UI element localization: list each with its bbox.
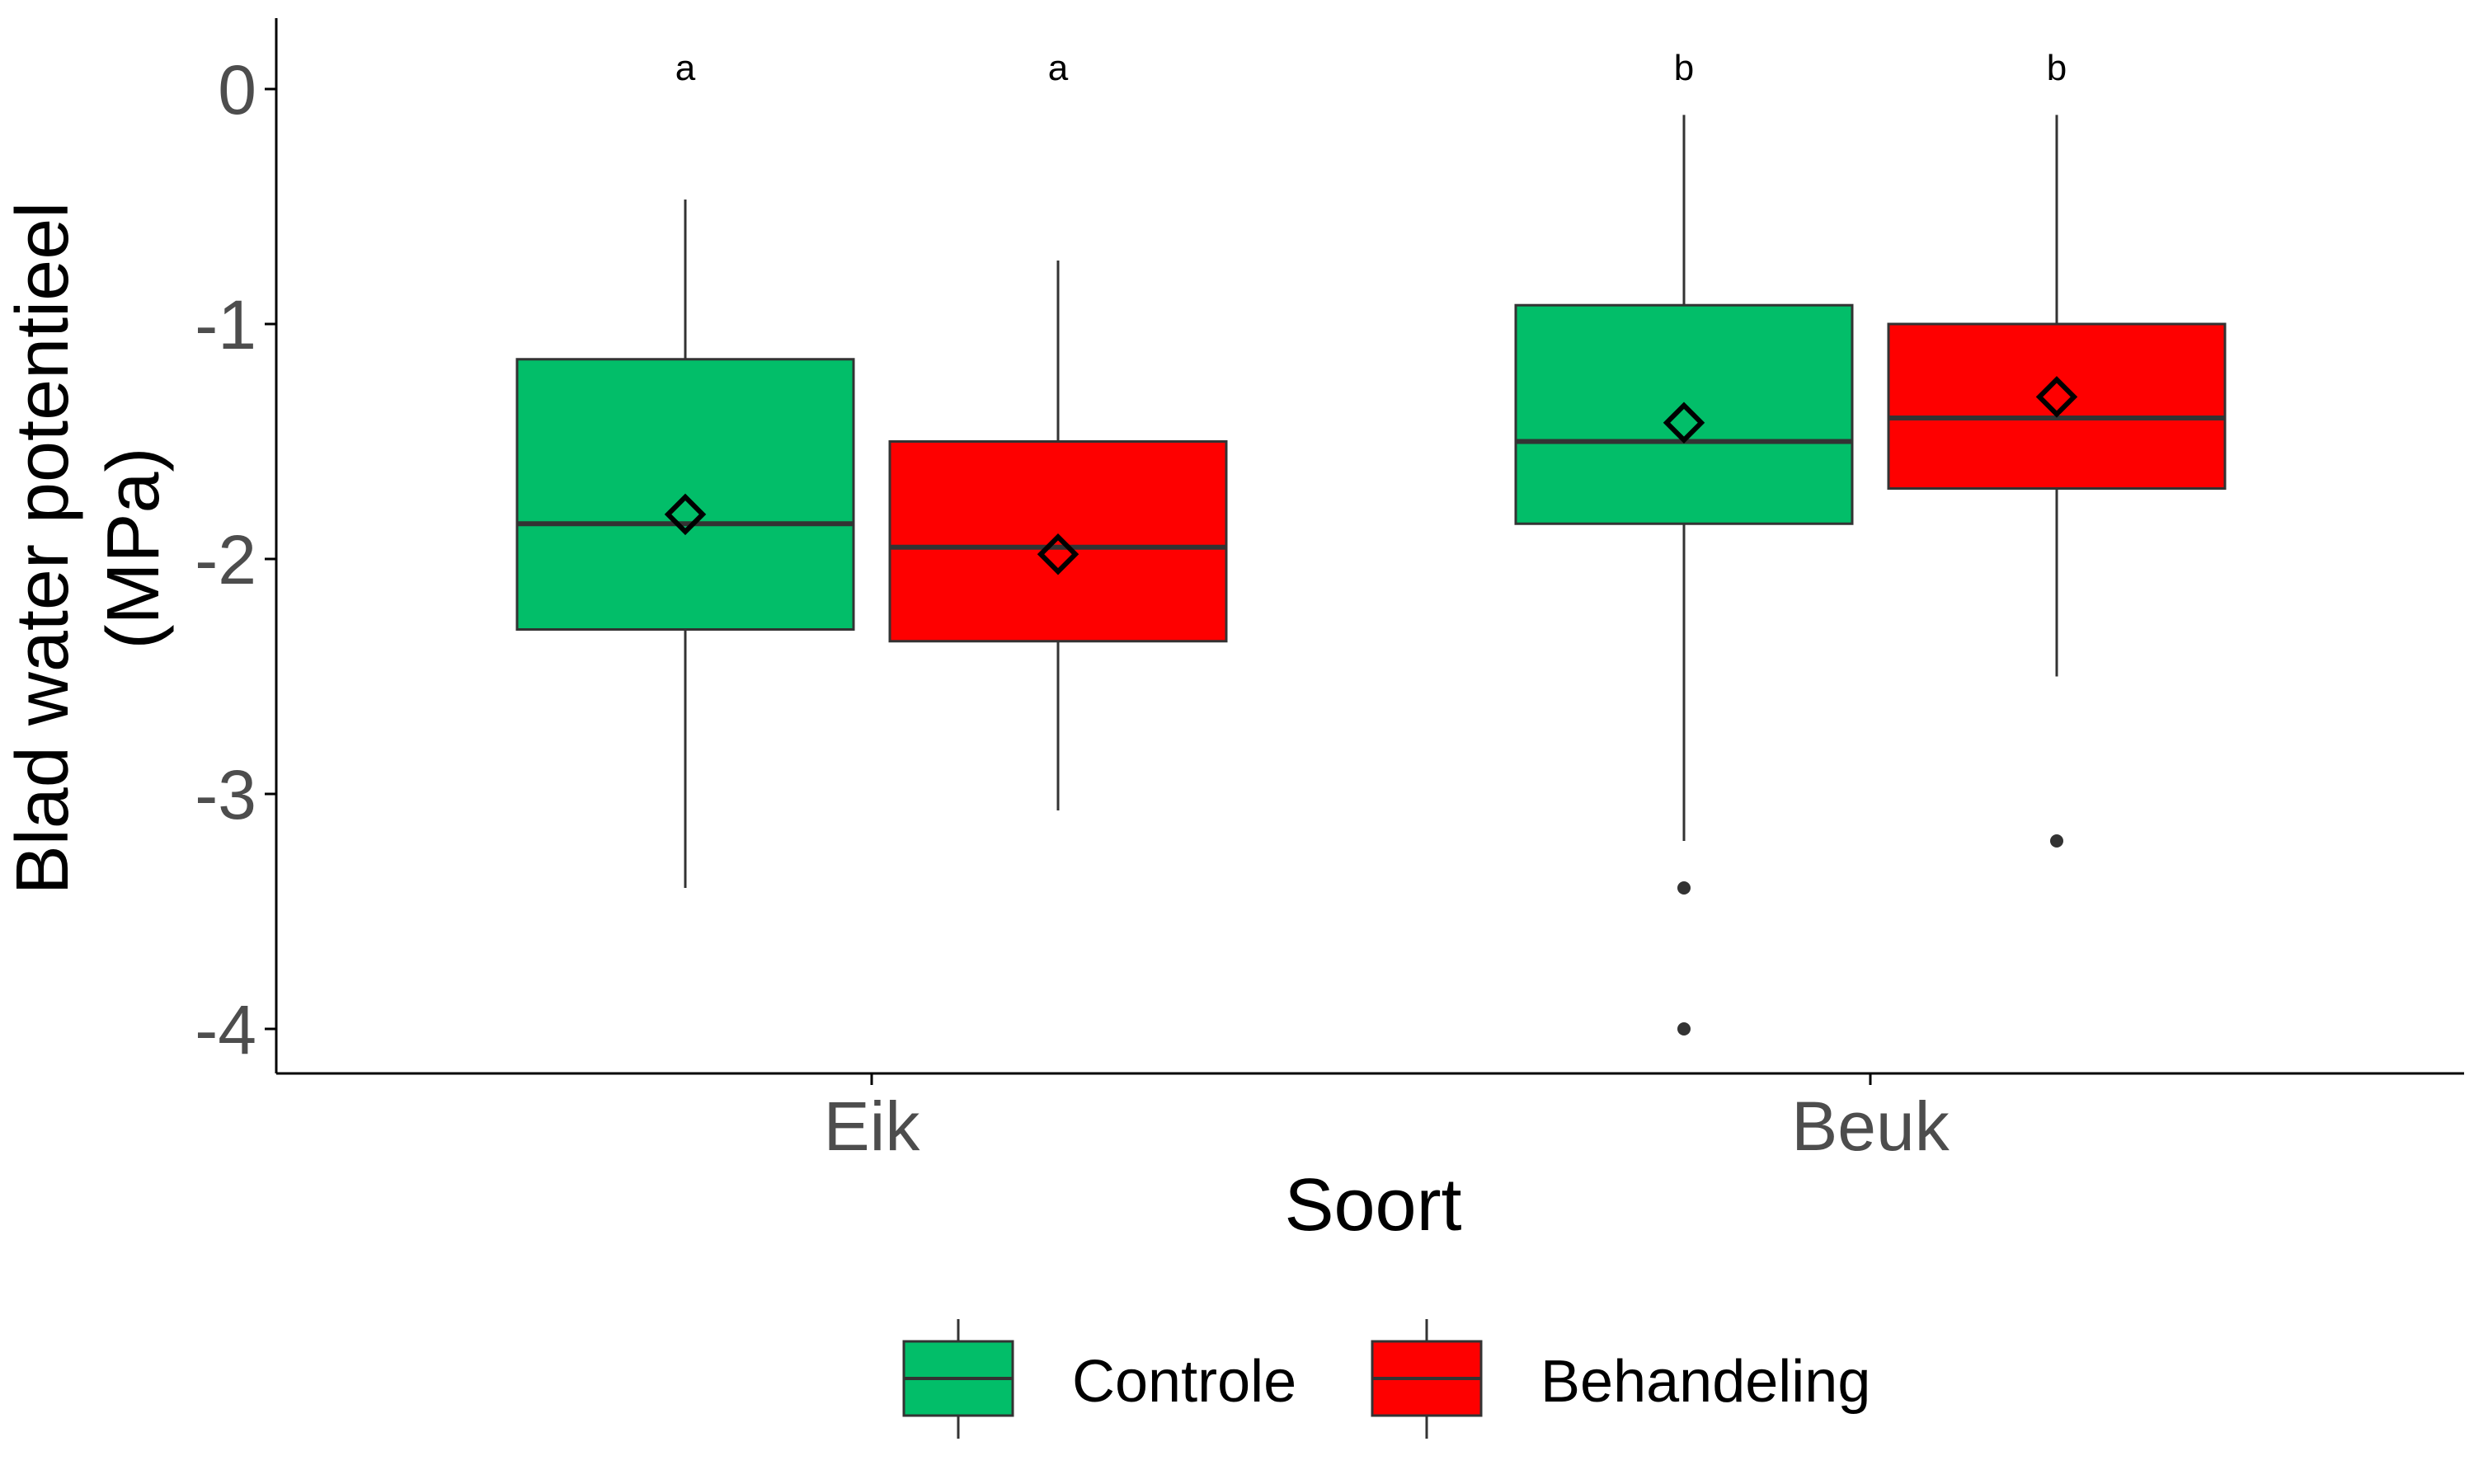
y-tick-label: 0 [218,51,256,129]
mean-marker [664,493,707,536]
outlier-point [1677,881,1691,895]
box-behandeling-beuk: b [1887,48,2227,848]
mean-marker [2035,376,2078,418]
outlier-point [2050,834,2063,848]
y-axis-title-line-1: Blad water potentieel [2,202,84,895]
y-axis-title-line-2: (MPa) [92,448,175,650]
x-tick-label-eik: Eik [824,1087,921,1165]
box-body [888,440,1228,643]
legend-item-controle: Controle [902,1319,1296,1439]
box-behandeling-eik: a [888,48,1228,810]
y-tick-label: -3 [195,756,256,834]
box-controle-beuk: b [1514,48,1854,1036]
legend-label: Behandeling [1540,1349,1870,1415]
x-axis-title: Soort [1284,1164,1461,1247]
y-tick-label: -2 [195,521,256,599]
mean-marker [1663,402,1705,444]
legend-item-behandeling: Behandeling [1371,1319,1870,1439]
mean-marker [1037,533,1079,575]
significance-letter: a [1048,48,1069,88]
y-tick-label: -4 [195,991,256,1068]
significance-letter: a [675,48,696,88]
box-body [1887,322,2227,490]
y-tick-label: -1 [195,286,256,364]
axes: Soort Blad water potentieel (MPa) 0 -1 -2 -… [2,18,2464,1247]
significance-letter: b [1674,48,1694,88]
outlier-point [1677,1022,1691,1036]
legend: Controle Behandeling [902,1319,1870,1439]
significance-letter: b [2047,48,2067,88]
legend-label: Controle [1072,1349,1296,1415]
box-controle-eik: a [515,48,855,888]
box-body [1514,303,1854,525]
x-tick-label-beuk: Beuk [1791,1087,1950,1165]
